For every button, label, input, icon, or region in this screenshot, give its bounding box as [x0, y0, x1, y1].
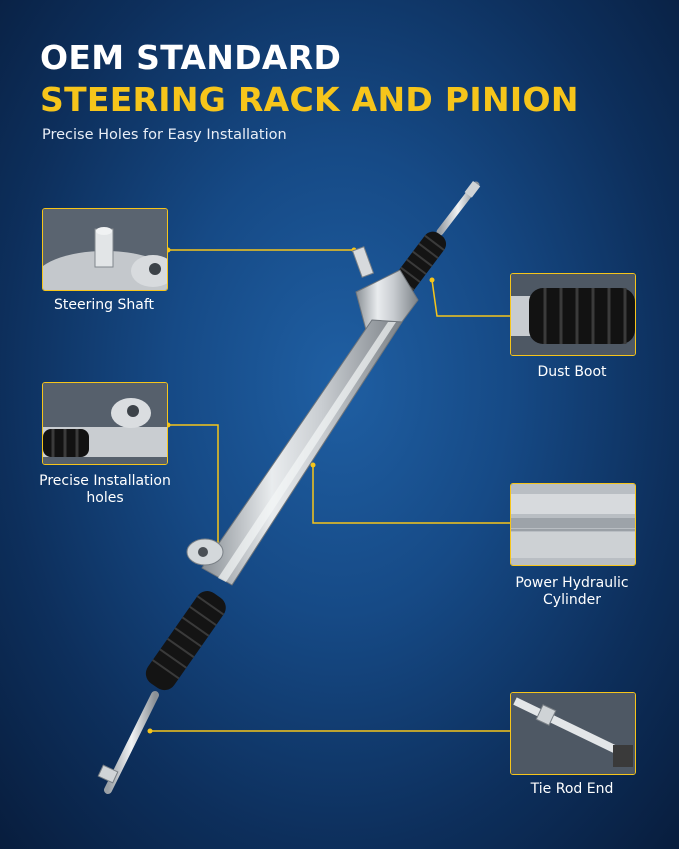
steering-shaft-thumbnail	[42, 208, 168, 291]
tie-rod-end-thumbnail	[510, 692, 636, 775]
connector-installation-holes	[168, 424, 219, 550]
title-line-2: STEERING RACK AND PINION	[40, 80, 579, 119]
hydraulic-cylinder-thumbnail	[510, 483, 636, 566]
connector-dust-boot	[431, 279, 510, 317]
installation-holes-thumbnail	[42, 382, 168, 465]
dust-boot-thumbnail	[510, 273, 636, 356]
subtitle: Precise Holes for Easy Installation	[42, 127, 287, 143]
connector-hydraulic	[312, 465, 510, 524]
connector-lines	[150, 249, 510, 732]
steering-shaft-label: Steering Shaft	[54, 297, 154, 313]
hydraulic-cylinder-label: Power Hydraulic Cylinder	[515, 575, 629, 608]
rack-assembly	[97, 181, 481, 794]
dust-boot-label: Dust Boot	[537, 364, 607, 380]
tie-rod-end-label: Tie Rod End	[530, 781, 614, 797]
title-line-1: OEM STANDARD	[40, 38, 342, 77]
installation-holes-label: Precise Installation holes	[39, 473, 171, 506]
